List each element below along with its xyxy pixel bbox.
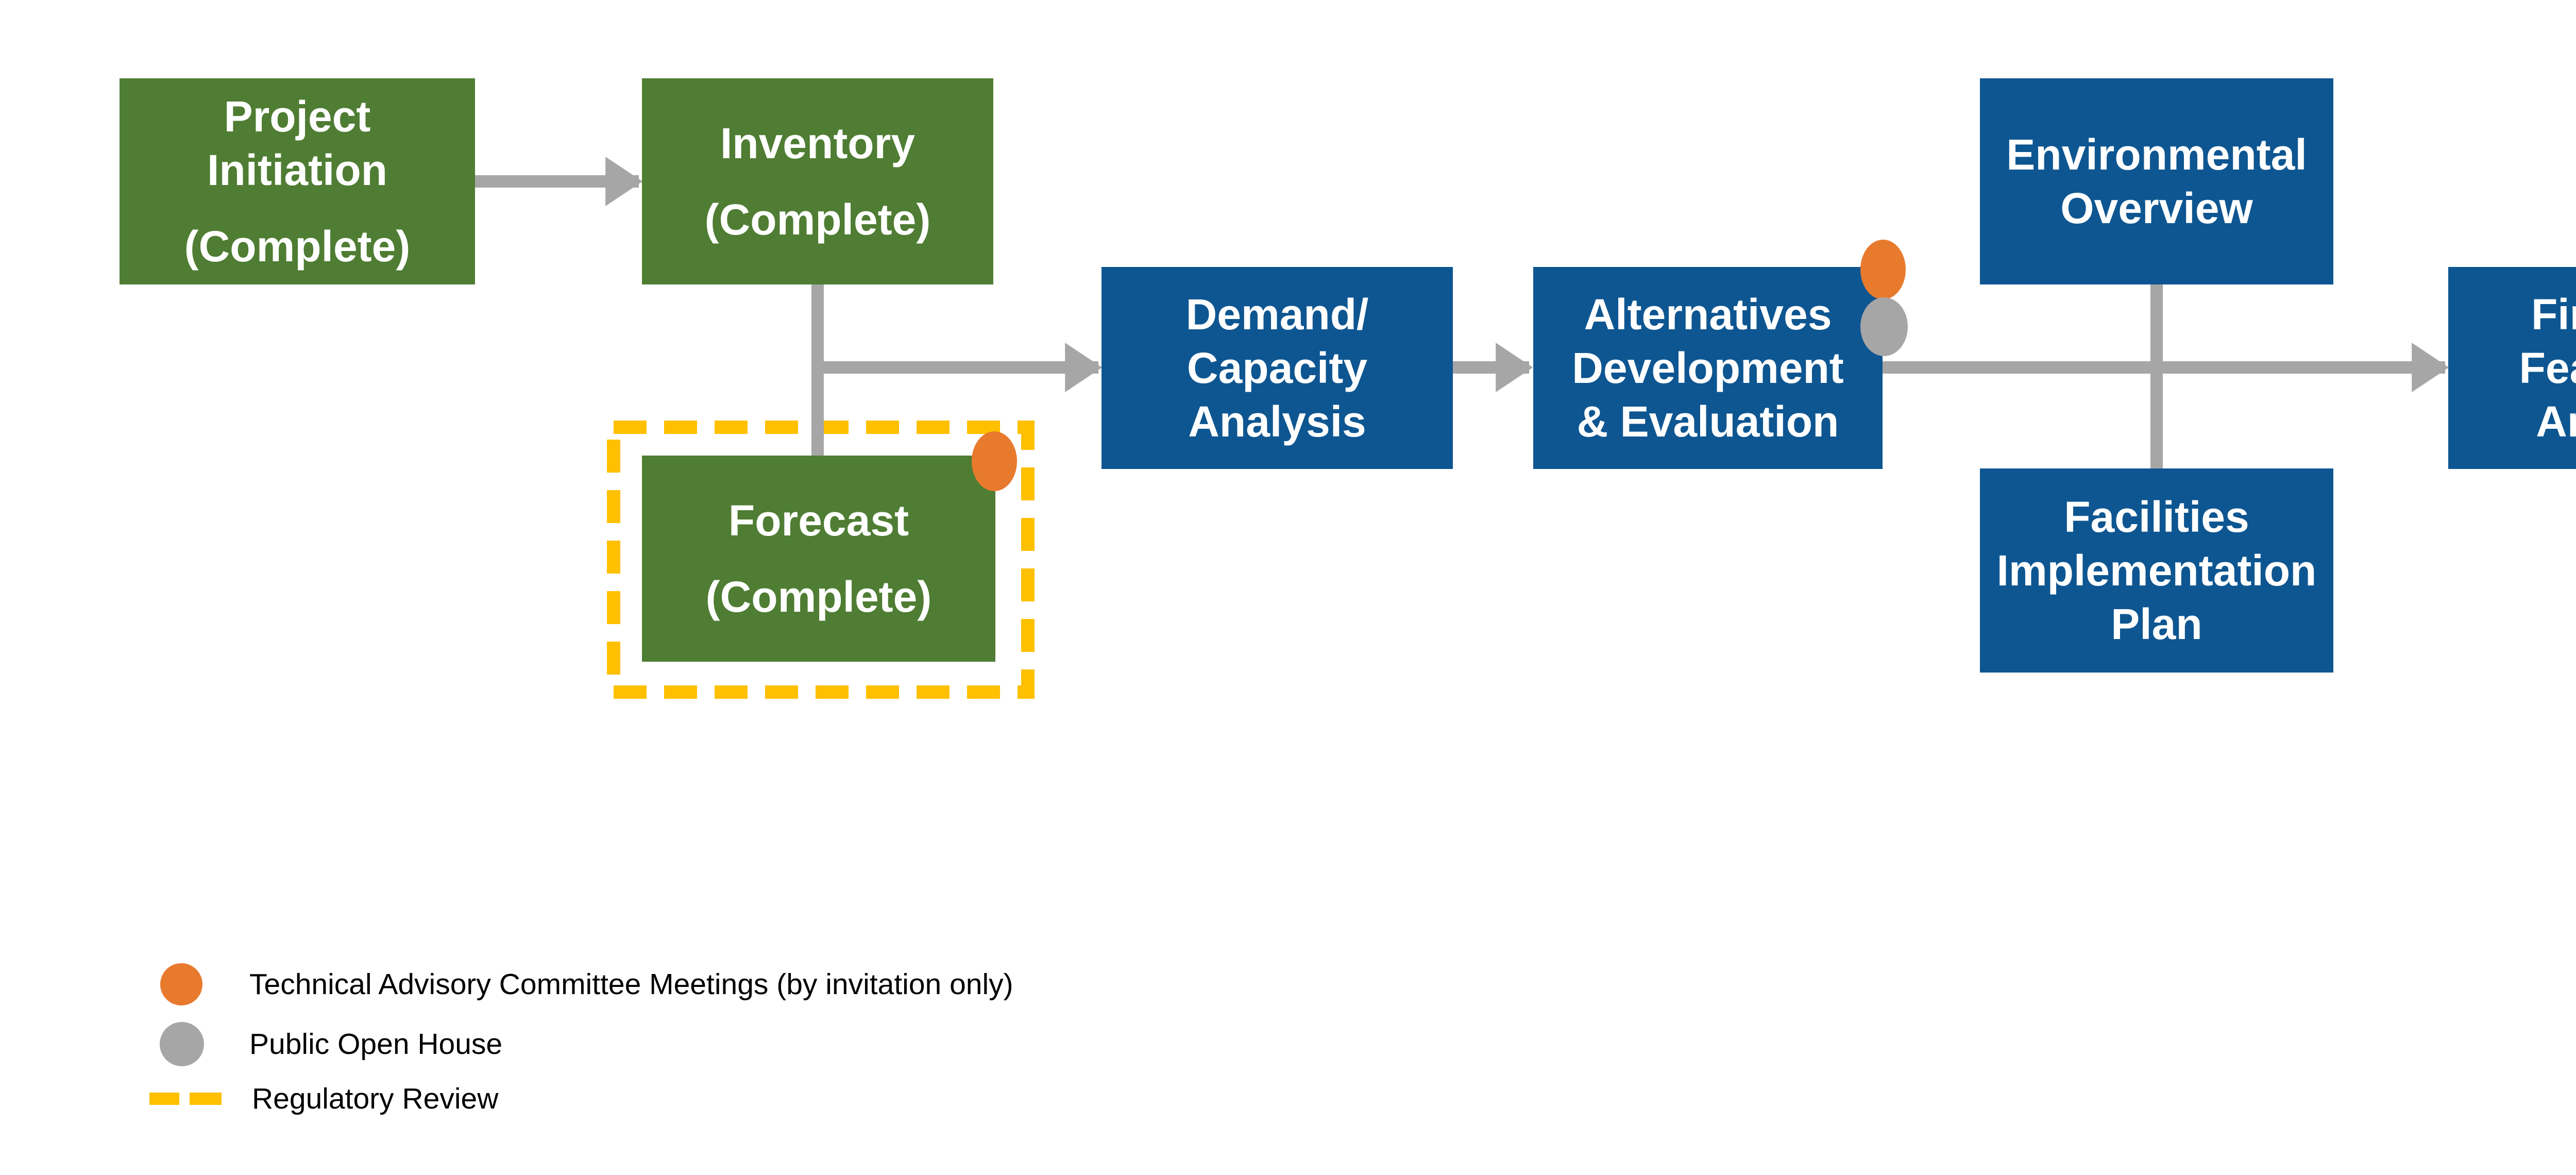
legend-label: Regulatory Review: [252, 1082, 499, 1115]
tac-meeting-dot-forecast: [972, 431, 1017, 491]
legend-label: Public Open House: [249, 1027, 503, 1061]
legend-row-tac-meetings: Technical Advisory Committee Meetings (b…: [149, 963, 1013, 1005]
box-label: Forecast(Complete): [705, 496, 932, 621]
box-forecast: Forecast(Complete): [642, 456, 995, 662]
legend-label: Technical Advisory Committee Meetings (b…: [249, 967, 1013, 1001]
dash-segment: [190, 1093, 222, 1105]
legend-row-public-open-house: Public Open House: [149, 1022, 502, 1066]
box-label: Inventory(Complete): [704, 119, 931, 244]
box-label: FinancialFeasibilityAnalysis: [2519, 290, 2576, 446]
box-financial-feasibility-analysis: FinancialFeasibilityAnalysis: [2448, 267, 2576, 469]
dash-segment: [149, 1093, 179, 1105]
legend-row-regulatory-review: Regulatory Review: [149, 1082, 499, 1115]
box-inventory: Inventory(Complete): [642, 78, 993, 284]
regulatory-review-legend-dash: [149, 1093, 222, 1105]
open-house-legend-dot: [160, 1022, 204, 1066]
tac-meeting-legend-dot: [160, 963, 202, 1005]
tac-meeting-dot-alternatives: [1860, 240, 1906, 299]
open-house-dot-alternatives: [1860, 297, 1908, 356]
